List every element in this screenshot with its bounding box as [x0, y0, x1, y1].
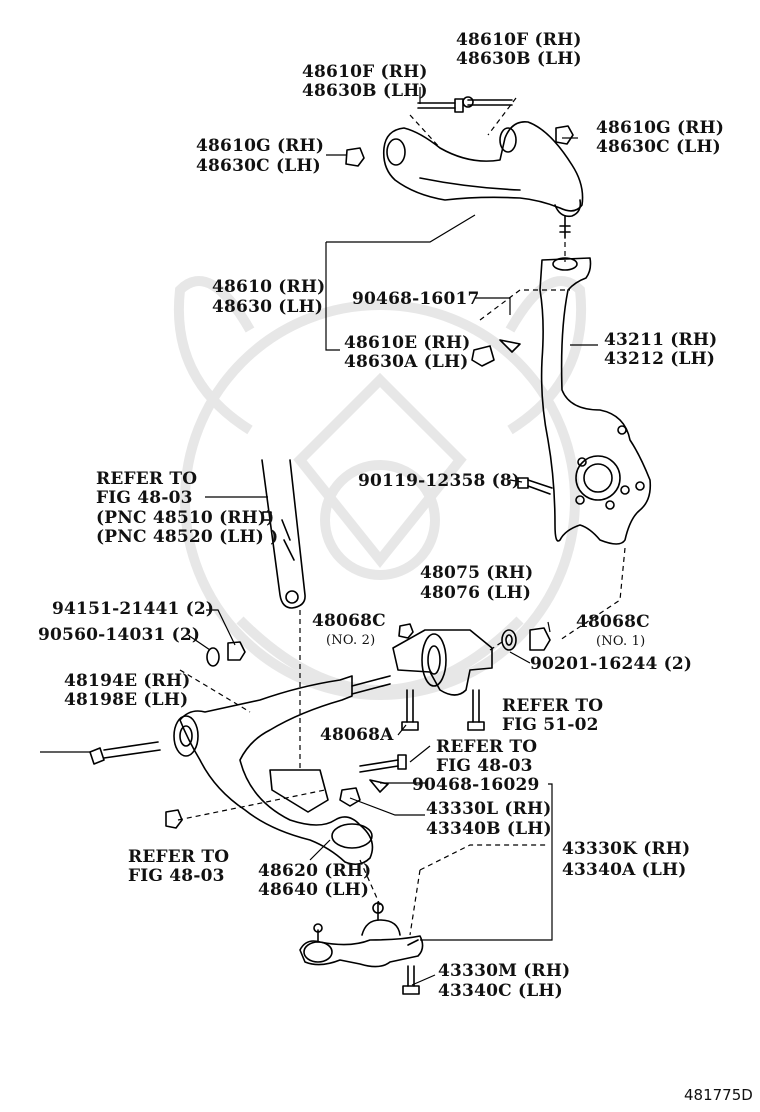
label-fig-48-03-b: FIG 48-03	[436, 756, 533, 776]
knuckle-bolt-icon	[517, 477, 553, 495]
label-48630c-lh-right: 48630C (LH)	[596, 137, 721, 157]
bolt-fig51-icon	[467, 689, 485, 731]
cam-bolt-icon	[89, 741, 161, 765]
bolt-48068a-icon	[401, 689, 419, 731]
label-48068c-no1: 48068C	[576, 612, 650, 632]
label-90468-16017: 90468-16017	[352, 289, 480, 309]
lower-arm-bushing	[392, 629, 493, 696]
label-48610-rh: 48610 (RH)	[212, 277, 326, 297]
label-48640-lh: 48640 (LH)	[258, 880, 370, 900]
label-48630c-lh-left: 48630C (LH)	[196, 156, 321, 176]
ball-joint-bolt-icon	[402, 965, 420, 995]
label-refer-to-2: REFER TO	[502, 696, 604, 716]
label-fig-48-03-a: FIG 48-03	[96, 488, 193, 508]
label-43211-rh: 43211 (RH)	[604, 330, 718, 350]
label-43340c-lh: 43340C (LH)	[438, 981, 563, 1001]
label-48610g-rh-right: 48610G (RH)	[596, 118, 725, 138]
label-48610e-rh: 48610E (RH)	[344, 333, 471, 353]
label-48610g-rh-left: 48610G (RH)	[196, 136, 325, 156]
label-48068a: 48068A	[320, 725, 394, 745]
label-48198e-lh: 48198E (LH)	[64, 690, 189, 710]
label-48630a-lh: 48630A (LH)	[344, 352, 469, 372]
nut-48068c-no2-icon	[398, 623, 414, 639]
watermark-emblem	[173, 276, 587, 700]
label-refer-to-3: REFER TO	[436, 737, 538, 757]
upper-arm-bolts	[417, 96, 513, 113]
label-43330m-rh: 43330M (RH)	[438, 961, 571, 981]
label-48630b-lh: 48630B (LH)	[302, 81, 428, 101]
label-48630-lh: 48630 (LH)	[212, 297, 324, 317]
upper-control-arm	[382, 121, 584, 239]
label-43340a-lh: 43340A (LH)	[562, 860, 687, 880]
label-fig-51-02: FIG 51-02	[502, 715, 599, 735]
label-pnc-48510-rh: (PNC 48510 (RH))	[96, 508, 275, 528]
label-90560-14031: 90560-14031 (2)	[38, 625, 201, 645]
label-90119-12358: 90119-12358 (8)	[358, 471, 521, 491]
lower-arm-nut-icon	[165, 809, 183, 829]
label-90201-16244: 90201-16244 (2)	[530, 654, 693, 674]
nut-left-icon	[345, 147, 365, 167]
label-43212-lh: 43212 (LH)	[604, 349, 716, 369]
nut-right-icon	[555, 125, 574, 145]
dashed-assembly-lines	[177, 97, 626, 936]
washer-90201-icon	[501, 629, 517, 651]
label-43330k-rh: 43330K (RH)	[562, 839, 691, 859]
label-no2: (NO. 2)	[326, 633, 376, 648]
steering-knuckle	[539, 257, 652, 545]
figure-id: 481775D	[684, 1086, 753, 1104]
leader-lines	[40, 87, 598, 986]
lower-castle-nut-icon	[339, 779, 389, 807]
label-94151-21441: 94151-21441 (2)	[52, 599, 215, 619]
nut-48068c-no1-icon	[529, 627, 551, 651]
bolt-fig48-icon	[359, 754, 407, 773]
stabilizer-link	[261, 459, 306, 609]
upper-castle-nut-icon	[471, 339, 521, 367]
label-refer-to-4: REFER TO	[128, 847, 230, 867]
label-no1: (NO. 1)	[596, 634, 646, 649]
label-48076-lh: 48076 (LH)	[420, 583, 532, 603]
label-43340b-lh: 43340B (LH)	[426, 819, 552, 839]
label-90468-16029: 90468-16029	[412, 775, 540, 795]
label-fig-48-03-c: FIG 48-03	[128, 866, 225, 886]
label-48068c-no2: 48068C	[312, 611, 386, 631]
label-48620-rh: 48620 (RH)	[258, 861, 372, 881]
lower-ball-joint	[299, 901, 424, 968]
washer-90560-icon	[206, 647, 220, 667]
label-48630b-lh-top: 48630B (LH)	[456, 49, 582, 69]
label-48610f-rh-top: 48610F (RH)	[456, 30, 582, 50]
lower-control-arm	[173, 675, 391, 866]
nut-94151-icon	[227, 641, 246, 661]
label-48610f-rh: 48610F (RH)	[302, 62, 428, 82]
label-48194e-rh: 48194E (RH)	[64, 671, 191, 691]
label-refer-to-1: REFER TO	[96, 469, 198, 489]
label-48075-rh: 48075 (RH)	[420, 563, 534, 583]
label-pnc-48520-lh: (PNC 48520 (LH) )	[96, 527, 279, 547]
label-43330l-rh: 43330L (RH)	[426, 799, 552, 819]
